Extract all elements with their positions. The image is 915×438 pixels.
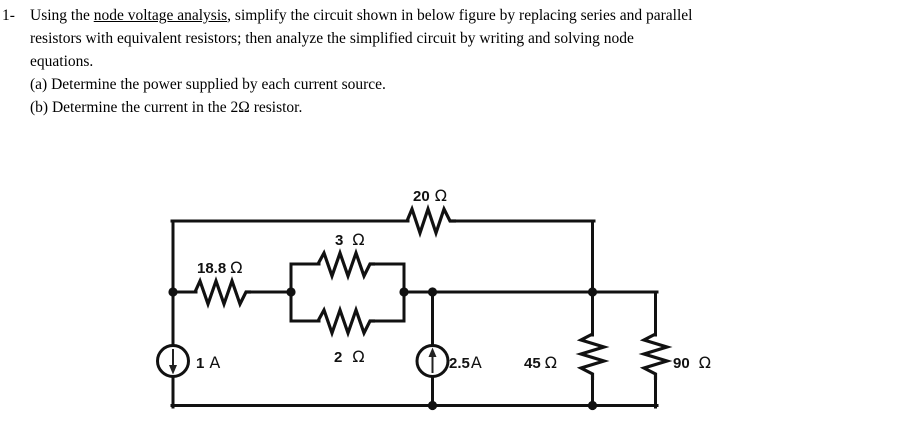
resistor-18.8-ohm-symbol — [193, 276, 251, 309]
resistor-3-ohm-symbol — [316, 248, 375, 281]
label-resistor-3-ohm-value: 3 — [335, 232, 343, 249]
label-resistor-90-ohm-unit: Ω — [699, 353, 711, 372]
label-current-source-1a-value: 1 — [196, 355, 204, 372]
node-dot-parallel-right — [399, 287, 409, 297]
label-resistor-20-ohm: 20 Ω — [413, 186, 447, 205]
problem-line-2: resistors with equivalent resistors; the… — [30, 30, 634, 47]
label-resistor-18.8-ohm-value: 18.8 — [197, 260, 226, 277]
node-dot-source-bottom — [427, 400, 438, 411]
problem-line-1: Using the node voltage analysis, simplif… — [30, 4, 911, 27]
label-current-source-2.5a-unit: A — [471, 353, 482, 372]
label-resistor-45-ohm-value: 45 — [524, 355, 541, 372]
node-dot-right-middle — [587, 287, 598, 297]
label-current-source-1a-unit: A — [209, 353, 220, 372]
problem-number: 1- — [2, 7, 15, 24]
label-current-source-2.5a-value: 2.5 — [449, 355, 470, 372]
node-dot-right-bottom — [587, 400, 598, 411]
wire-network — [170, 219, 659, 409]
problem-main-row: 1- Using the node voltage analysis, simp… — [0, 4, 915, 119]
current-source-2.5a-symbol — [415, 344, 450, 378]
label-resistor-45-ohm-unit: Ω — [545, 353, 557, 372]
node-dot-source-top — [427, 287, 438, 297]
current-source-1a-arrow-head — [169, 365, 177, 375]
circuit-svg: 20Ω 18.8Ω 3Ω 2Ω 45Ω 90Ω — [156, 186, 711, 411]
label-resistor-90-ohm-value: 90 — [673, 355, 690, 372]
node-dot-parallel-left — [286, 287, 296, 297]
problem-line-1-underlined: node voltage analysis — [93, 7, 228, 24]
label-current-source-2.5a: 2.5A — [449, 353, 482, 372]
label-resistor-2-ohm-unit: Ω — [352, 347, 364, 366]
current-source-1a-symbol — [156, 344, 190, 378]
current-source-2.5a-arrow-head — [428, 347, 437, 357]
label-resistor-20-ohm-unit: Ω — [435, 186, 447, 205]
resistor-90-ohm-symbol — [638, 332, 673, 380]
resistor-20-ohm-symbol — [405, 203, 456, 239]
problem-item-b: (b) Determine the current in the 2Ω resi… — [30, 99, 303, 116]
node-dots — [168, 287, 598, 411]
problem-statement: 1- Using the node voltage analysis, simp… — [0, 4, 915, 119]
label-resistor-3-ohm-unit: Ω — [352, 230, 364, 249]
problem-line-1-pre: Using the — [30, 7, 94, 24]
label-resistor-90-ohm: 90 Ω — [673, 353, 711, 372]
label-resistor-20-ohm-value: 20 — [413, 188, 430, 205]
problem-body: Using the node voltage analysis, simplif… — [30, 4, 915, 119]
problem-item-a: (a) Determine the power supplied by each… — [30, 76, 386, 93]
resistor-2-ohm-symbol — [316, 305, 375, 338]
label-resistor-18.8-ohm-unit: Ω — [230, 258, 242, 277]
node-dot-left-middle — [168, 287, 178, 297]
resistor-45-ohm-symbol — [575, 332, 610, 380]
problem-line-1-post: , simplify the circuit shown in below fi… — [227, 7, 693, 24]
label-resistor-2-ohm-value: 2 — [334, 349, 342, 366]
problem-line-3: equations. — [30, 53, 94, 70]
